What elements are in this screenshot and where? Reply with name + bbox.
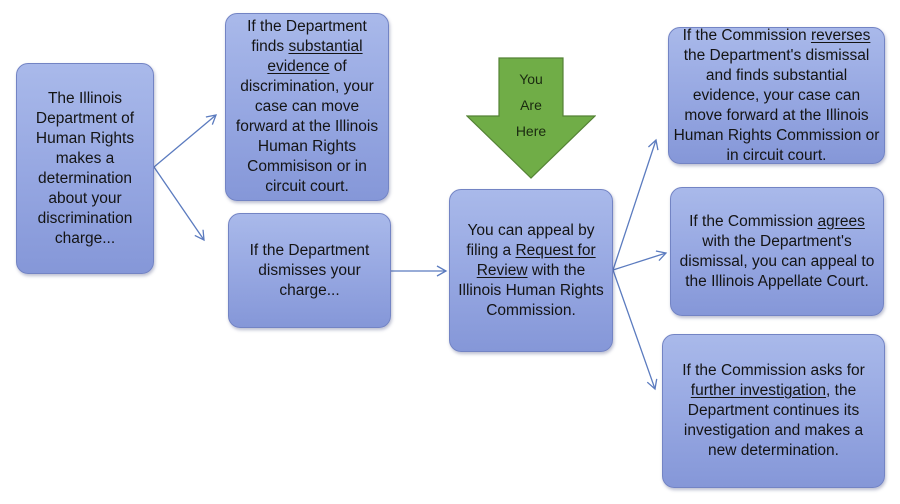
emphasis-substantial-evidence: substantial evidence bbox=[267, 38, 363, 75]
emphasis-further-investigation: further investigation bbox=[690, 382, 827, 399]
node-text: If the Commission agrees with the Depart… bbox=[679, 212, 875, 292]
you-are-here-line-2: Are bbox=[520, 97, 542, 113]
node-text: You can appeal by filing a Request for R… bbox=[458, 221, 604, 321]
node-text: If the Commission reverses the Departmen… bbox=[673, 26, 880, 166]
node-text: If the Commission asks for further inves… bbox=[671, 361, 876, 461]
text-post: , the Department continues its investiga… bbox=[683, 382, 864, 459]
edge-appeal-to-further bbox=[612, 269, 658, 391]
edge-start-to-dismisses bbox=[153, 166, 205, 242]
node-commission-reverses: If the Commission reverses the Departmen… bbox=[668, 27, 885, 164]
edge-start-to-substantial bbox=[153, 114, 218, 168]
emphasis-reverses: reverses bbox=[810, 26, 871, 44]
edge-appeal-to-agrees bbox=[612, 250, 668, 271]
emphasis-agrees: agrees bbox=[817, 212, 865, 230]
text-post: the Department's dismissal and finds sub… bbox=[673, 46, 880, 164]
node-request-for-review: You can appeal by filing a Request for R… bbox=[449, 189, 613, 352]
text-post: with the Illinois Human Rights Commissio… bbox=[458, 261, 604, 319]
text-pre: You can appeal by filing a bbox=[466, 221, 595, 259]
node-commission-agrees: If the Commission agrees with the Depart… bbox=[670, 187, 884, 316]
node-text: If the Department dismisses your charge.… bbox=[249, 241, 370, 299]
node-further-investigation: If the Commission asks for further inves… bbox=[662, 334, 885, 488]
node-idhr-determination: The Illinois Department of Human Rights … bbox=[16, 63, 154, 274]
text-pre: If the Department finds bbox=[247, 18, 367, 55]
you-are-here-line-1: You bbox=[519, 71, 543, 87]
node-substantial-evidence: If the Department finds substantial evid… bbox=[225, 13, 389, 201]
node-text: The Illinois Department of Human Rights … bbox=[35, 89, 135, 247]
emphasis-request-for-review: Request for Review bbox=[476, 241, 596, 279]
edge-appeal-to-reverses bbox=[612, 138, 659, 271]
node-dismisses-charge: If the Department dismisses your charge.… bbox=[228, 213, 391, 328]
text-post: with the Department's dismissal, you can… bbox=[679, 232, 875, 290]
node-text: If the Department finds substantial evid… bbox=[234, 17, 380, 197]
down-arrow-icon bbox=[466, 57, 596, 179]
text-post: of discrimination, your case can move fo… bbox=[235, 58, 379, 195]
you-are-here-line-3: Here bbox=[515, 123, 547, 139]
you-are-here-label: You Are Here bbox=[496, 66, 566, 144]
text-pre: If the Commission bbox=[689, 212, 818, 230]
text-pre: If the Commission bbox=[682, 26, 811, 44]
text-pre: If the Commission asks for bbox=[682, 362, 865, 379]
